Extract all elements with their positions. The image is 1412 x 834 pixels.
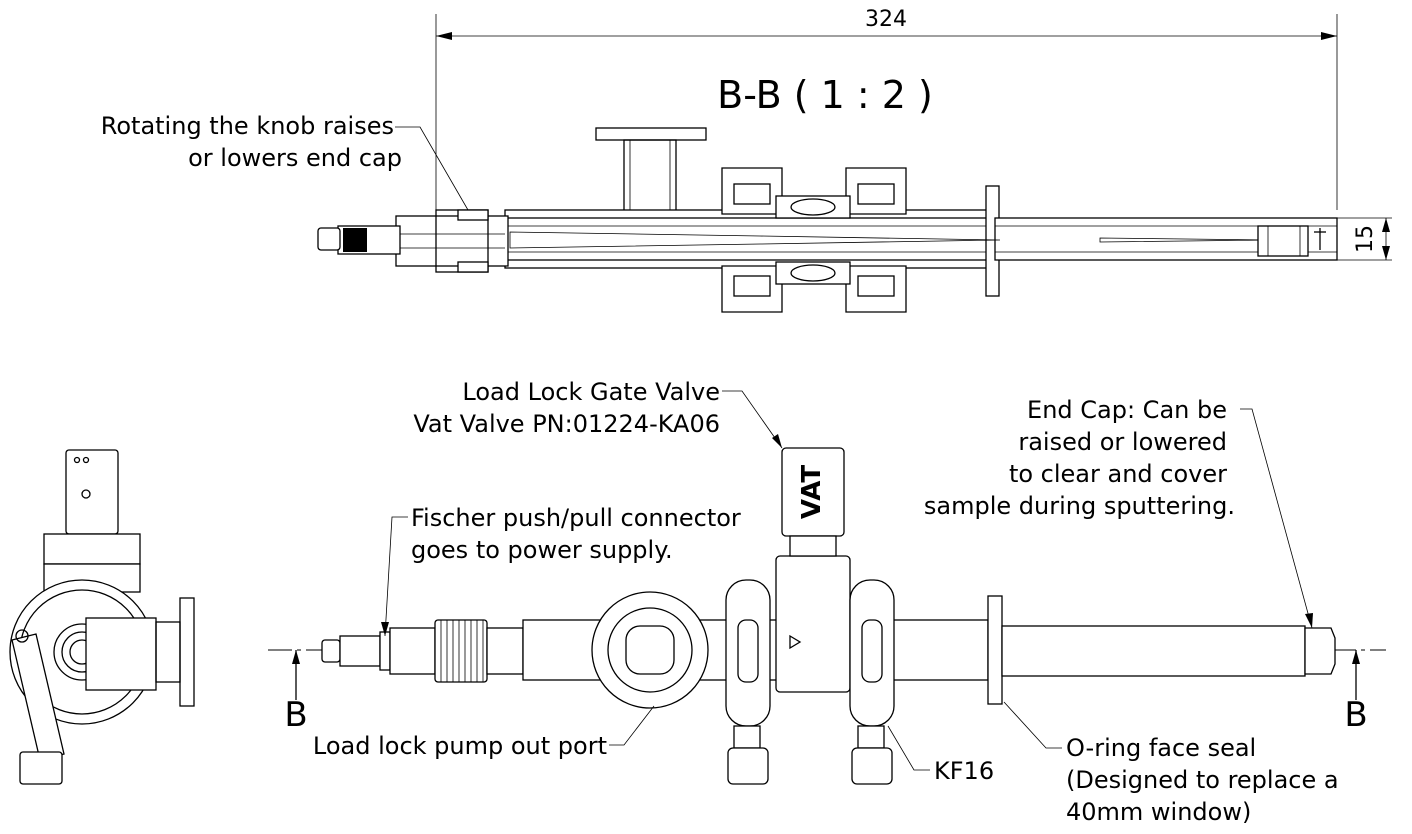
gate-valve-callout-line2: Vat Valve PN:01224-KA06: [413, 410, 720, 438]
fischer-callout-line1: Fischer push/pull connector: [411, 504, 741, 532]
fischer-connector: [321, 619, 524, 683]
end-cap-callout-line3: to clear and cover: [1009, 460, 1227, 488]
dimension-length: 324: [435, 7, 1338, 210]
section-marker-right: B: [1344, 695, 1367, 735]
dimension-length-label: 324: [865, 7, 907, 32]
dimension-height: 15: [1337, 217, 1392, 261]
side-view: VAT B B: [268, 378, 1386, 826]
kf-clamps-section: [721, 167, 907, 313]
gate-valve: VAT: [775, 447, 851, 693]
kf16-clamps: [725, 579, 895, 785]
end-view: [9, 449, 195, 785]
kf16-callout: KF16: [934, 757, 994, 785]
section-view: 324 B-B ( 1 : 2 ): [101, 7, 1392, 313]
oring-callout-line1: O-ring face seal: [1066, 734, 1256, 762]
knob-leader: [395, 126, 469, 211]
vat-logo: VAT: [797, 465, 827, 519]
section-marker-left: B: [284, 695, 307, 735]
oring-callout-line2: (Designed to replace a: [1066, 766, 1339, 794]
oring-callout-line3: 40mm window): [1066, 798, 1251, 826]
knob: [434, 619, 488, 683]
pump-port-section: [595, 127, 707, 215]
pump-port-callout: Load lock pump out port: [313, 732, 607, 760]
knob-assembly-section: [317, 209, 509, 273]
oring-flange: [987, 595, 1003, 705]
dimension-height-label: 15: [1353, 225, 1378, 253]
callout-leaders: [381, 390, 1313, 771]
knob-callout-line2: or lowers end cap: [188, 144, 402, 172]
end-cap-callout-line1: End Cap: Can be: [1027, 396, 1227, 424]
gate-valve-callout-line1: Load Lock Gate Valve: [462, 378, 720, 406]
pump-port: [591, 591, 709, 709]
section-markers: B B: [284, 650, 1368, 735]
end-cap: [1304, 627, 1336, 675]
end-view-valve-actuator: [65, 449, 119, 535]
fischer-callout-line2: goes to power supply.: [411, 536, 673, 564]
section-title: B-B ( 1 : 2 ): [717, 73, 933, 117]
end-cap-callout-line2: raised or lowered: [1018, 428, 1227, 456]
end-cap-section: [1257, 225, 1326, 257]
knob-callout-line1: Rotating the knob raises: [101, 112, 394, 140]
end-tube: [1001, 625, 1306, 677]
end-cap-callout-line4: sample during sputtering.: [924, 492, 1235, 520]
